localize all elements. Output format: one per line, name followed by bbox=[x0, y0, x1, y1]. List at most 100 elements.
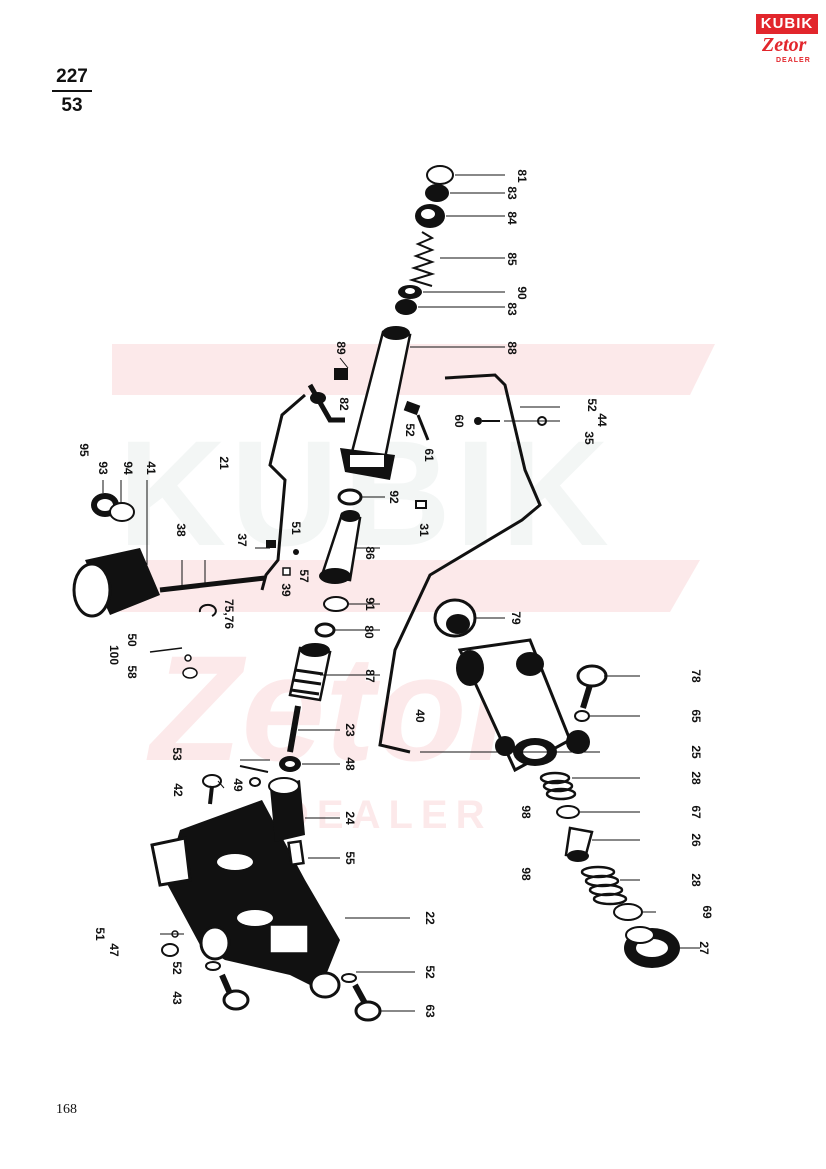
part-label-83: 83 bbox=[505, 302, 519, 316]
part-label-57: 57 bbox=[297, 569, 311, 583]
part-label-52: 52 bbox=[170, 961, 184, 975]
part-label-47: 47 bbox=[107, 943, 121, 957]
part-label-21: 21 bbox=[217, 456, 231, 470]
part-label-93: 93 bbox=[96, 461, 110, 475]
part-label-92: 92 bbox=[387, 490, 401, 504]
kubik-zetor-logo: KUBIK Zetor DEALER bbox=[756, 14, 818, 72]
watermark-shape-bottom bbox=[112, 560, 700, 612]
part-80-ring bbox=[314, 622, 336, 638]
part-51-47-nut bbox=[161, 930, 179, 957]
part-label-52: 52 bbox=[403, 423, 417, 437]
part-52-washer-left bbox=[205, 961, 221, 971]
watermark-dealer-text: DEALER bbox=[280, 793, 492, 837]
part-79-cap-nut bbox=[433, 598, 477, 638]
part-23-pin bbox=[287, 705, 301, 753]
part-label-28: 28 bbox=[689, 873, 703, 887]
part-88-cylinder bbox=[340, 326, 412, 480]
part-95-93-94-41-reservoir bbox=[72, 493, 160, 618]
part-label-82: 82 bbox=[337, 397, 351, 411]
part-label-27: 27 bbox=[697, 941, 711, 955]
pipe-40 bbox=[378, 373, 542, 754]
part-92-ring bbox=[337, 488, 363, 506]
part-37-clamp bbox=[266, 540, 276, 548]
part-label-41: 41 bbox=[144, 461, 158, 475]
part-label-98: 98 bbox=[519, 867, 533, 881]
part-52-washer-right bbox=[341, 973, 357, 983]
part-26-plunger bbox=[564, 826, 594, 862]
part-label-50: 50 bbox=[125, 633, 139, 647]
part-label-61: 61 bbox=[422, 448, 436, 462]
part-label-51: 51 bbox=[93, 927, 107, 941]
page-number: 168 bbox=[56, 1102, 77, 1117]
part-label-81: 81 bbox=[515, 169, 529, 183]
fraction-bar bbox=[52, 90, 92, 92]
part-label-51: 51 bbox=[289, 521, 303, 535]
watermark: KUBIK Zetor DEALER bbox=[112, 344, 715, 837]
part-label-28: 28 bbox=[689, 771, 703, 785]
part-label-100: 100 bbox=[107, 645, 121, 665]
part-67-ring bbox=[556, 805, 580, 819]
part-42-bolt bbox=[202, 774, 222, 805]
part-label-25: 25 bbox=[689, 745, 703, 759]
part-label-22: 22 bbox=[423, 911, 437, 925]
part-label-88: 88 bbox=[505, 341, 519, 355]
part-label-52: 52 bbox=[585, 398, 599, 412]
part-label-48: 48 bbox=[343, 757, 357, 771]
part-28-spring-upper bbox=[539, 771, 577, 801]
part-25-main-cylinder bbox=[456, 638, 590, 773]
part-label-23: 23 bbox=[343, 723, 357, 737]
logo-dealer-text: DEALER bbox=[776, 57, 811, 64]
part-label-91: 91 bbox=[363, 597, 377, 611]
part-label-42: 42 bbox=[171, 783, 185, 797]
part-78-bolt bbox=[576, 664, 608, 709]
part-52-bracket bbox=[403, 400, 430, 441]
part-65-washer bbox=[574, 710, 590, 722]
part-label-37: 37 bbox=[235, 533, 249, 547]
pipe-21 bbox=[260, 393, 306, 591]
logo-kubik-text: KUBIK bbox=[756, 14, 818, 34]
part-label-83: 83 bbox=[505, 186, 519, 200]
part-label-44: 44 bbox=[595, 413, 609, 427]
part-label-43: 43 bbox=[170, 991, 184, 1005]
part-90-washer bbox=[398, 285, 422, 299]
part-100-50-58-fasteners bbox=[149, 647, 198, 679]
part-label-69: 69 bbox=[700, 905, 714, 919]
part-38-rod bbox=[159, 575, 266, 593]
part-label-80: 80 bbox=[362, 625, 376, 639]
part-84-cap bbox=[415, 204, 445, 228]
part-label-35: 35 bbox=[582, 431, 596, 445]
part-22-housing bbox=[150, 800, 341, 999]
part-label-95: 95 bbox=[77, 443, 91, 457]
part-86-sleeve bbox=[319, 510, 362, 584]
logo-zetor-text: Zetor bbox=[762, 34, 807, 56]
fraction-denominator: 53 bbox=[61, 95, 83, 116]
part-label-39: 39 bbox=[279, 583, 293, 597]
part-label-55: 55 bbox=[343, 851, 357, 865]
part-82-banjo bbox=[307, 383, 345, 423]
part-label-94: 94 bbox=[121, 461, 135, 475]
part-49-washer bbox=[249, 777, 261, 787]
part-48-nut bbox=[279, 756, 301, 772]
part-83-nut-top bbox=[425, 184, 449, 202]
part-28-spring-lower bbox=[580, 865, 628, 906]
part-83-nut-mid bbox=[395, 299, 417, 315]
part-label-67: 67 bbox=[689, 805, 703, 819]
part-label-38: 38 bbox=[174, 523, 188, 537]
part-label-31: 31 bbox=[417, 523, 431, 537]
part-label-53: 53 bbox=[170, 747, 184, 761]
fraction-numerator: 227 bbox=[56, 66, 88, 87]
watermark-shape-top bbox=[112, 344, 715, 395]
part-69-ring bbox=[613, 903, 643, 921]
part-55-bolt bbox=[287, 839, 305, 867]
part-label-84: 84 bbox=[505, 211, 519, 225]
part-24-block bbox=[268, 777, 305, 842]
part-label-89: 89 bbox=[334, 341, 348, 355]
part-89-fitting bbox=[334, 368, 348, 380]
part-31-clip bbox=[415, 500, 427, 509]
part-label-58: 58 bbox=[125, 665, 139, 679]
part-label-87: 87 bbox=[363, 669, 377, 683]
part-label-98: 98 bbox=[519, 805, 533, 819]
part-60-bolt bbox=[474, 417, 500, 425]
